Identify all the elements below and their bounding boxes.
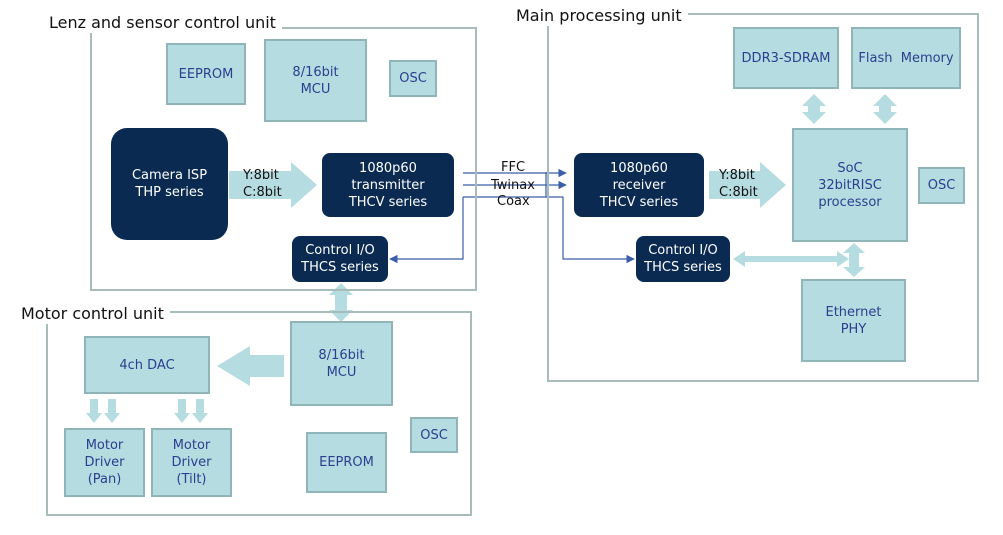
camera-isp-line-2: THP series	[135, 185, 204, 200]
ddr3-sdram-label: DDR3-SDRAM	[741, 50, 831, 66]
transmitter-line-3: THCV series	[348, 194, 428, 210]
receiver-line-2: receiver	[612, 177, 666, 193]
transmitter-line-1: 1080p60	[359, 160, 417, 176]
ethernet-line-1: Ethernet	[825, 304, 882, 320]
motor-tilt-line-1: Motor	[172, 438, 211, 453]
video-arrow-rx-to-soc	[709, 162, 786, 208]
motor-osc-block: OSC	[410, 417, 458, 453]
soc-line-2: 32bitRISC	[818, 177, 882, 193]
motor-driver-tilt-block: Motor Driver (Tilt)	[151, 428, 232, 497]
ethernet-line-2: PHY	[840, 321, 867, 337]
receiver-line-3: THCV series	[599, 194, 679, 210]
lens-control-io-line-2: THCS series	[301, 260, 379, 275]
cable-type-twinax: Twinax	[491, 178, 535, 193]
motor-pan-line-1: Motor	[85, 438, 124, 453]
main-processing-unit-frame	[547, 13, 979, 382]
motor-tilt-line-2: Driver	[171, 455, 212, 470]
lens-osc-block: OSC	[389, 60, 437, 97]
motor-pan-line-2: Driver	[84, 455, 125, 470]
motor-pan-line-3: (Pan)	[87, 472, 122, 487]
main-control-io-line-2: THCS series	[644, 260, 722, 275]
soc-processor-block: SoC 32bitRISC processor	[792, 128, 908, 242]
camera-isp-block: Camera ISP THP series	[111, 128, 228, 240]
transmitter-block: 1080p60 transmitter THCV series	[322, 153, 454, 217]
lens-mcu-block: 8/16bit MCU	[264, 39, 367, 122]
main-video-format-label: Y:8bit C:8bit	[719, 167, 758, 201]
lens-eeprom-label: EEPROM	[178, 66, 234, 82]
lens-video-format-c: C:8bit	[243, 185, 282, 200]
lens-mcu-line-1: 8/16bit	[292, 64, 339, 80]
main-control-io-line-1: Control I/O	[648, 243, 718, 258]
motor-eeprom-label: EEPROM	[319, 455, 374, 470]
flash-memory-block: Flash Memory	[851, 27, 961, 89]
lens-eeprom-block: EEPROM	[166, 43, 246, 105]
motor-tilt-line-3: (Tilt)	[176, 472, 207, 487]
ethernet-phy-block: Ethernet PHY	[801, 279, 906, 362]
lens-sensor-unit-frame	[90, 27, 477, 291]
arrow-flash-soc	[873, 94, 897, 124]
video-arrow-isp-to-tx	[229, 162, 317, 208]
ddr3-sdram-block: DDR3-SDRAM	[733, 27, 839, 89]
motor-osc-label: OSC	[420, 427, 448, 443]
motor-mcu-line-1: 8/16bit	[318, 347, 365, 363]
receiver-block: 1080p60 receiver THCV series	[574, 153, 704, 217]
arrow-mcu-to-dac	[217, 346, 284, 386]
arrow-soc-ethernet	[843, 243, 865, 277]
main-video-format-c: C:8bit	[719, 185, 758, 200]
motor-driver-pan-block: Motor Driver (Pan)	[64, 428, 145, 497]
lens-control-io-block: Control I/O THCS series	[292, 236, 388, 282]
receiver-line-1: 1080p60	[610, 160, 668, 176]
arrow-ddr3-soc	[802, 94, 826, 124]
lens-video-format-y: Y:8bit	[243, 168, 279, 183]
dac-label: 4ch DAC	[119, 357, 175, 373]
main-osc-block: OSC	[918, 167, 965, 204]
motor-mcu-block: 8/16bit MCU	[290, 321, 393, 406]
arrows-dac-to-motor-drivers	[86, 399, 208, 423]
cable-type-ffc: FFC	[501, 160, 526, 175]
lens-sensor-unit-title: Lenz and sensor control unit	[43, 13, 282, 33]
dac-block: 4ch DAC	[84, 336, 210, 394]
main-osc-label: OSC	[927, 178, 956, 193]
lens-mcu-line-2: MCU	[300, 81, 331, 97]
lens-control-io-line-1: Control I/O	[305, 243, 375, 258]
motor-control-unit-frame	[46, 311, 472, 516]
lens-osc-label: OSC	[399, 71, 427, 86]
transmitter-line-2: transmitter	[351, 177, 425, 193]
main-video-format-y: Y:8bit	[719, 168, 755, 183]
main-control-io-block: Control I/O THCS series	[636, 236, 730, 282]
arrow-ctrl-io-main	[733, 251, 849, 267]
main-processing-unit-title: Main processing unit	[510, 6, 688, 26]
soc-line-1: SoC	[837, 160, 863, 176]
motor-control-unit-title: Motor control unit	[15, 304, 170, 324]
soc-line-3: processor	[818, 194, 882, 210]
flash-memory-label: Flash Memory	[858, 50, 954, 66]
cable-type-coax: Coax	[497, 194, 530, 209]
lens-video-format-label: Y:8bit C:8bit	[243, 167, 282, 201]
motor-mcu-line-2: MCU	[326, 364, 357, 380]
camera-isp-line-1: Camera ISP	[131, 168, 208, 183]
motor-eeprom-block: EEPROM	[306, 432, 387, 493]
